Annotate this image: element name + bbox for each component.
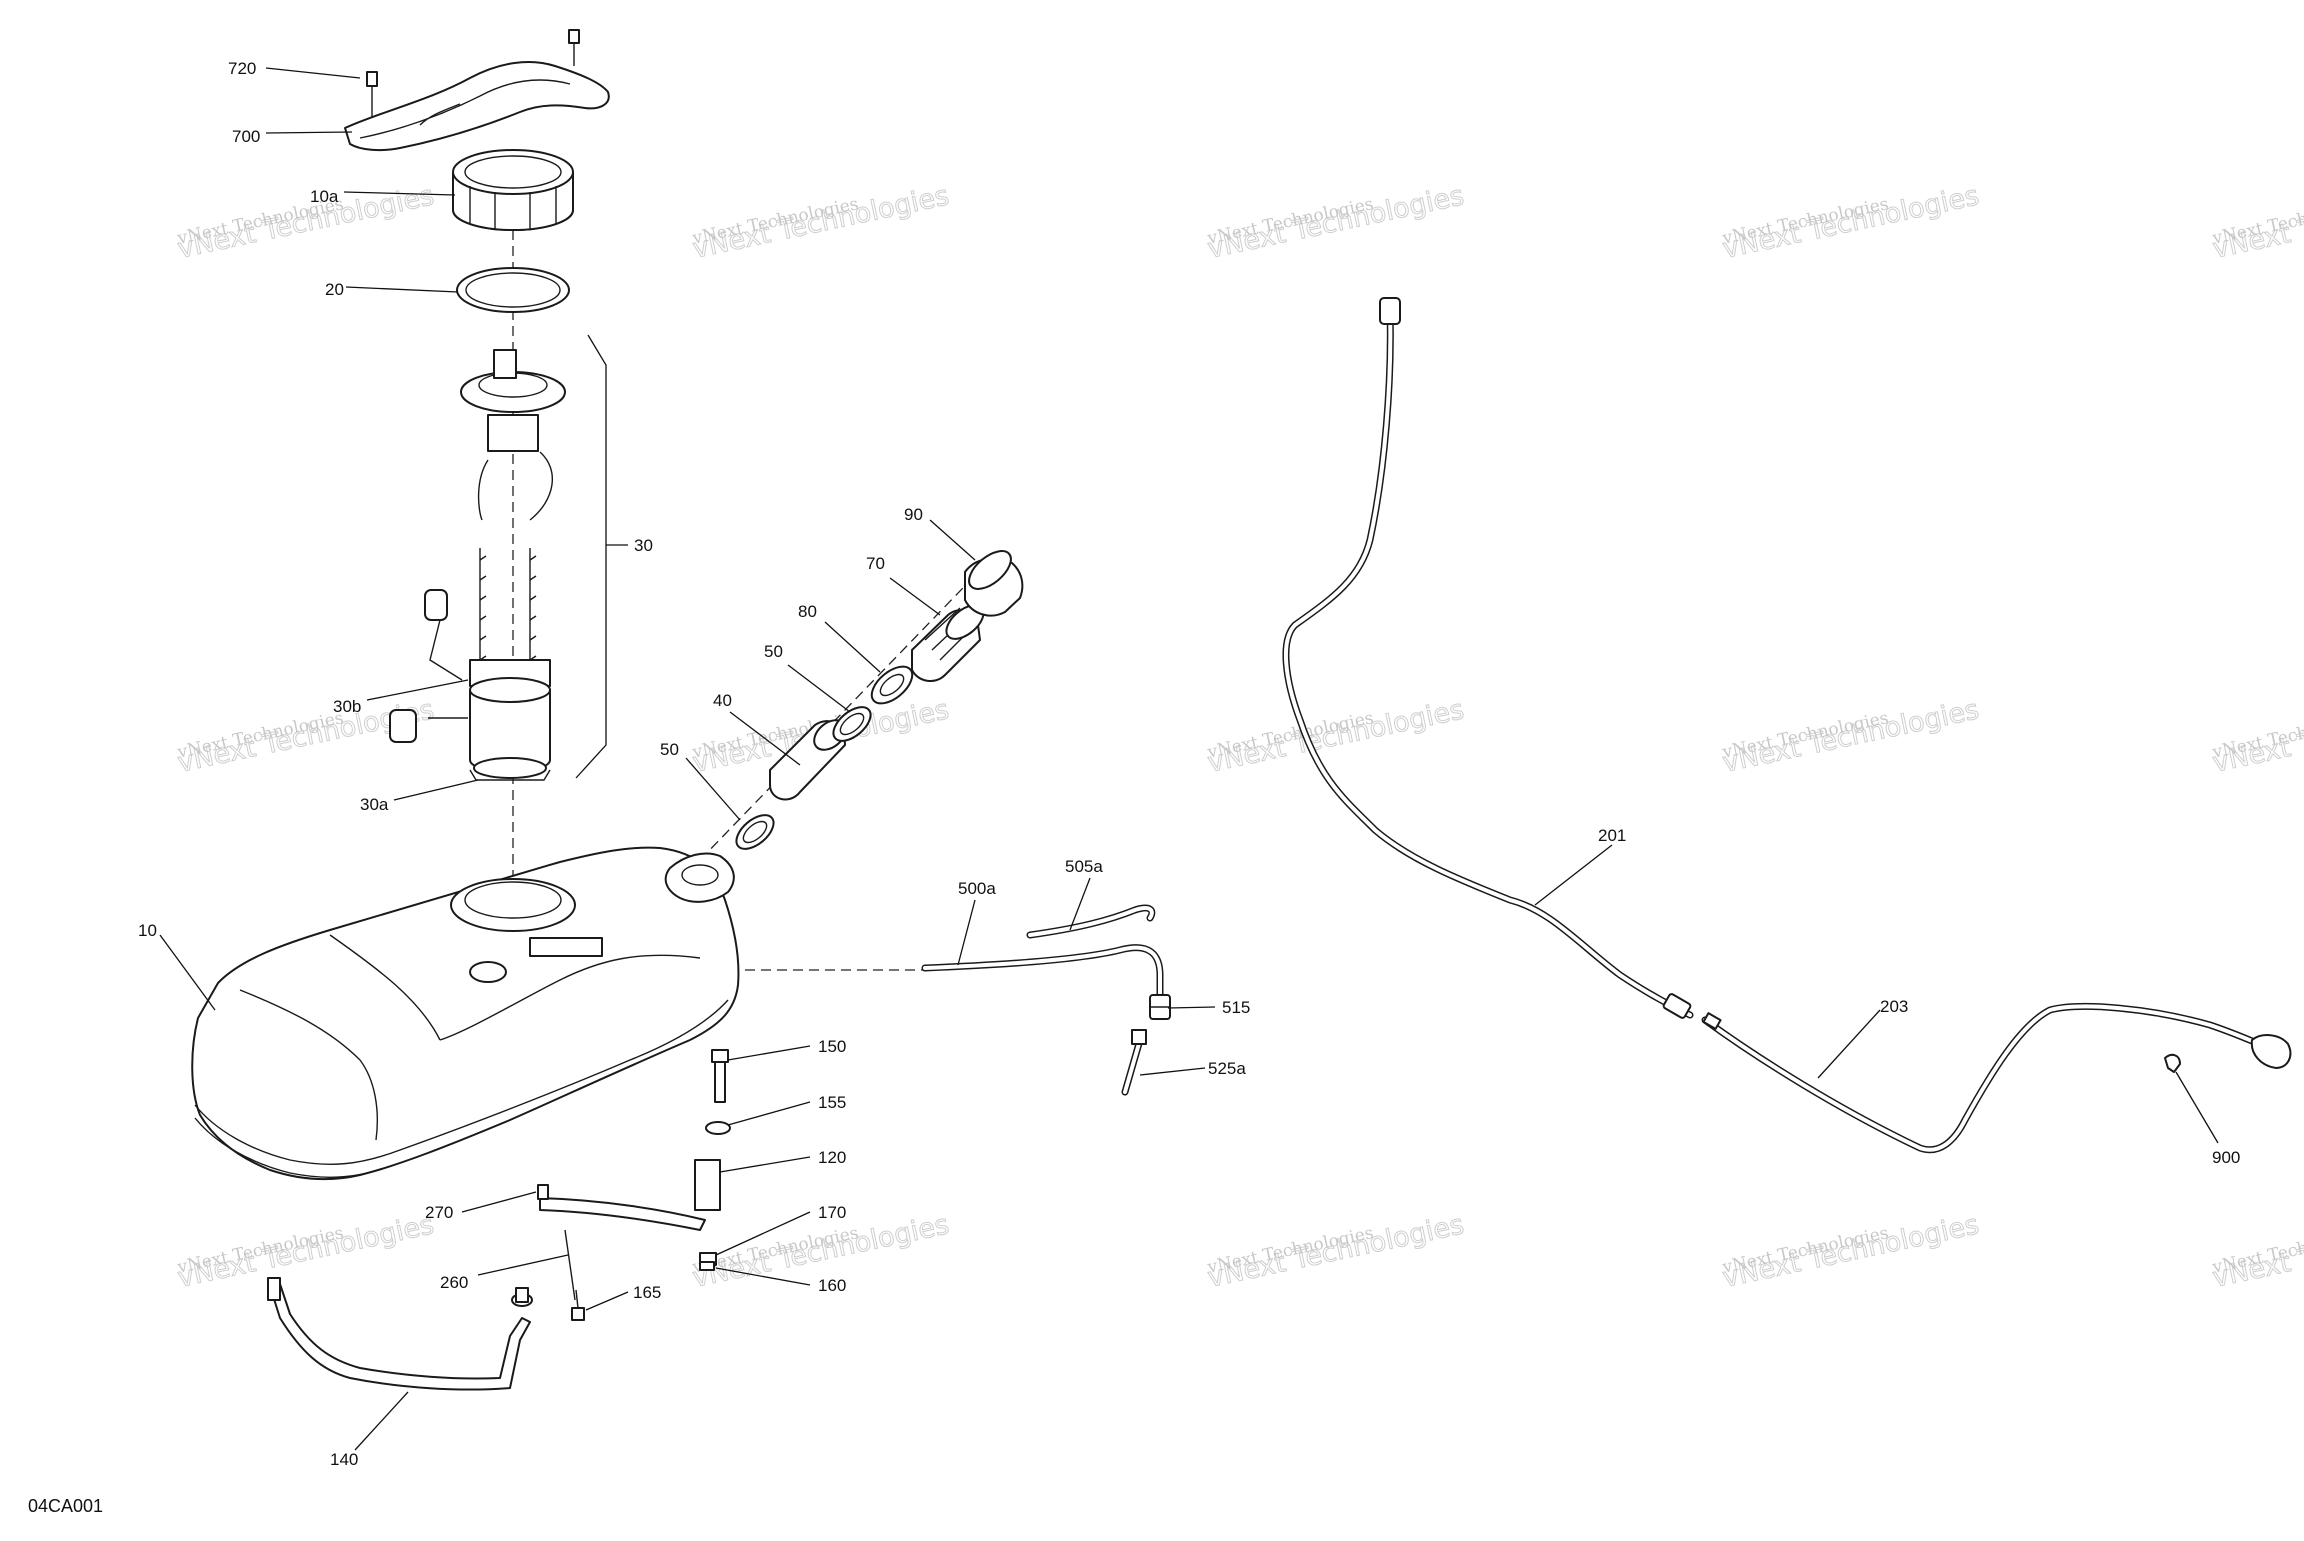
bolt-part-150 xyxy=(711,1049,729,1103)
callout-labels: 720 700 10a 20 30 30b 30a 90 70 80 50 40… xyxy=(138,59,2240,1469)
watermark-14: vNext Technologies vNext Technologies xyxy=(1720,1209,1983,1295)
callout-170: 170 xyxy=(818,1203,846,1222)
float-part-30b xyxy=(389,589,468,743)
fuel-tank-part-10 xyxy=(191,846,740,1181)
watermark-11: vNext Technologies vNext Technologies xyxy=(175,1209,438,1295)
filler-neck-part-70 xyxy=(911,604,985,682)
check-valve-part-515 xyxy=(1149,994,1171,1020)
fuel-pump-module-part-30 xyxy=(460,349,566,781)
callout-160: 160 xyxy=(818,1276,846,1295)
clip-part-270 xyxy=(537,1184,549,1200)
callout-40: 40 xyxy=(713,691,732,710)
watermark-5: vNext Technologies vNext Technologies xyxy=(2210,180,2304,266)
watermark-10: vNext Technologies vNext Technologies xyxy=(2210,694,2304,780)
watermark-3: vNext Technologies vNext Technologies xyxy=(1205,180,1468,266)
spacer-part-160 xyxy=(699,1261,715,1271)
callout-270: 270 xyxy=(425,1203,453,1222)
watermark-2: vNext Technologies vNext Technologies xyxy=(690,180,953,266)
leader-lines xyxy=(159,67,2219,1451)
callout-150: 150 xyxy=(818,1037,846,1056)
bolt-part-720-right xyxy=(568,29,580,66)
vent-tube-part-525a xyxy=(1121,1029,1147,1096)
callout-155: 155 xyxy=(818,1093,846,1112)
callout-700: 700 xyxy=(232,127,260,146)
o-ring-part-20 xyxy=(456,267,570,313)
watermark-15: vNext Technologies vNext Technologies xyxy=(2210,1209,2304,1295)
callout-505a: 505a xyxy=(1065,857,1103,876)
callout-525a: 525a xyxy=(1208,1059,1246,1078)
callout-900: 900 xyxy=(2212,1148,2240,1167)
assembly-bracket-30 xyxy=(575,334,607,779)
callout-203: 203 xyxy=(1880,997,1908,1016)
clip-part-900 xyxy=(2164,1053,2181,1073)
callout-80: 80 xyxy=(798,602,817,621)
callout-720: 720 xyxy=(228,59,256,78)
callout-260: 260 xyxy=(440,1273,468,1292)
gasket-part-80 xyxy=(870,665,914,705)
watermark-9: vNext Technologies vNext Technologies xyxy=(1720,694,1983,780)
callout-201: 201 xyxy=(1598,826,1626,845)
watermark-1: vNext Technologies vNext Technologies xyxy=(175,180,438,266)
hose-clamp-part-50-lower xyxy=(735,814,775,850)
lock-ring-part-10a xyxy=(452,149,574,231)
bolt-part-720 xyxy=(366,71,378,118)
drawing-code: 04CA001 xyxy=(28,1496,103,1516)
watermark-13: vNext Technologies vNext Technologies xyxy=(1205,1209,1468,1295)
bracket-part-120 xyxy=(539,1159,721,1231)
callout-90: 90 xyxy=(904,505,923,524)
strap-part-140 xyxy=(267,1277,533,1391)
callout-70: 70 xyxy=(866,554,885,573)
callout-20: 20 xyxy=(325,280,344,299)
callout-30a: 30a xyxy=(360,795,389,814)
callout-165: 165 xyxy=(633,1283,661,1302)
fuel-line-part-203 xyxy=(1701,1003,2292,1154)
vent-hose-part-500a xyxy=(921,944,1164,999)
callout-30b: 30b xyxy=(333,697,361,716)
callout-50-lower: 50 xyxy=(660,740,679,759)
callout-140: 140 xyxy=(330,1450,358,1469)
watermark-8: vNext Technologies vNext Technologies xyxy=(1205,694,1468,780)
hose-clamp-part-50-upper xyxy=(832,706,872,742)
heat-shield-part-700 xyxy=(344,61,610,152)
vent-hose-part-505a xyxy=(1026,904,1156,939)
assembly-axis-lines xyxy=(512,230,991,971)
bolt-part-165 xyxy=(571,1289,585,1321)
callout-515: 515 xyxy=(1222,998,1250,1017)
washer-part-155 xyxy=(705,1121,731,1135)
callout-120: 120 xyxy=(818,1148,846,1167)
callout-10: 10 xyxy=(138,921,157,940)
callout-50-upper: 50 xyxy=(764,642,783,661)
callout-500a: 500a xyxy=(958,879,996,898)
watermark-4: vNext Technologies vNext Technologies xyxy=(1720,180,1983,266)
callout-10a: 10a xyxy=(310,187,339,206)
fuel-line-part-201 xyxy=(1282,297,1694,1019)
fuel-cap-part-90 xyxy=(964,550,1024,617)
callout-30: 30 xyxy=(634,536,653,555)
screw-part-260 xyxy=(564,1229,576,1301)
